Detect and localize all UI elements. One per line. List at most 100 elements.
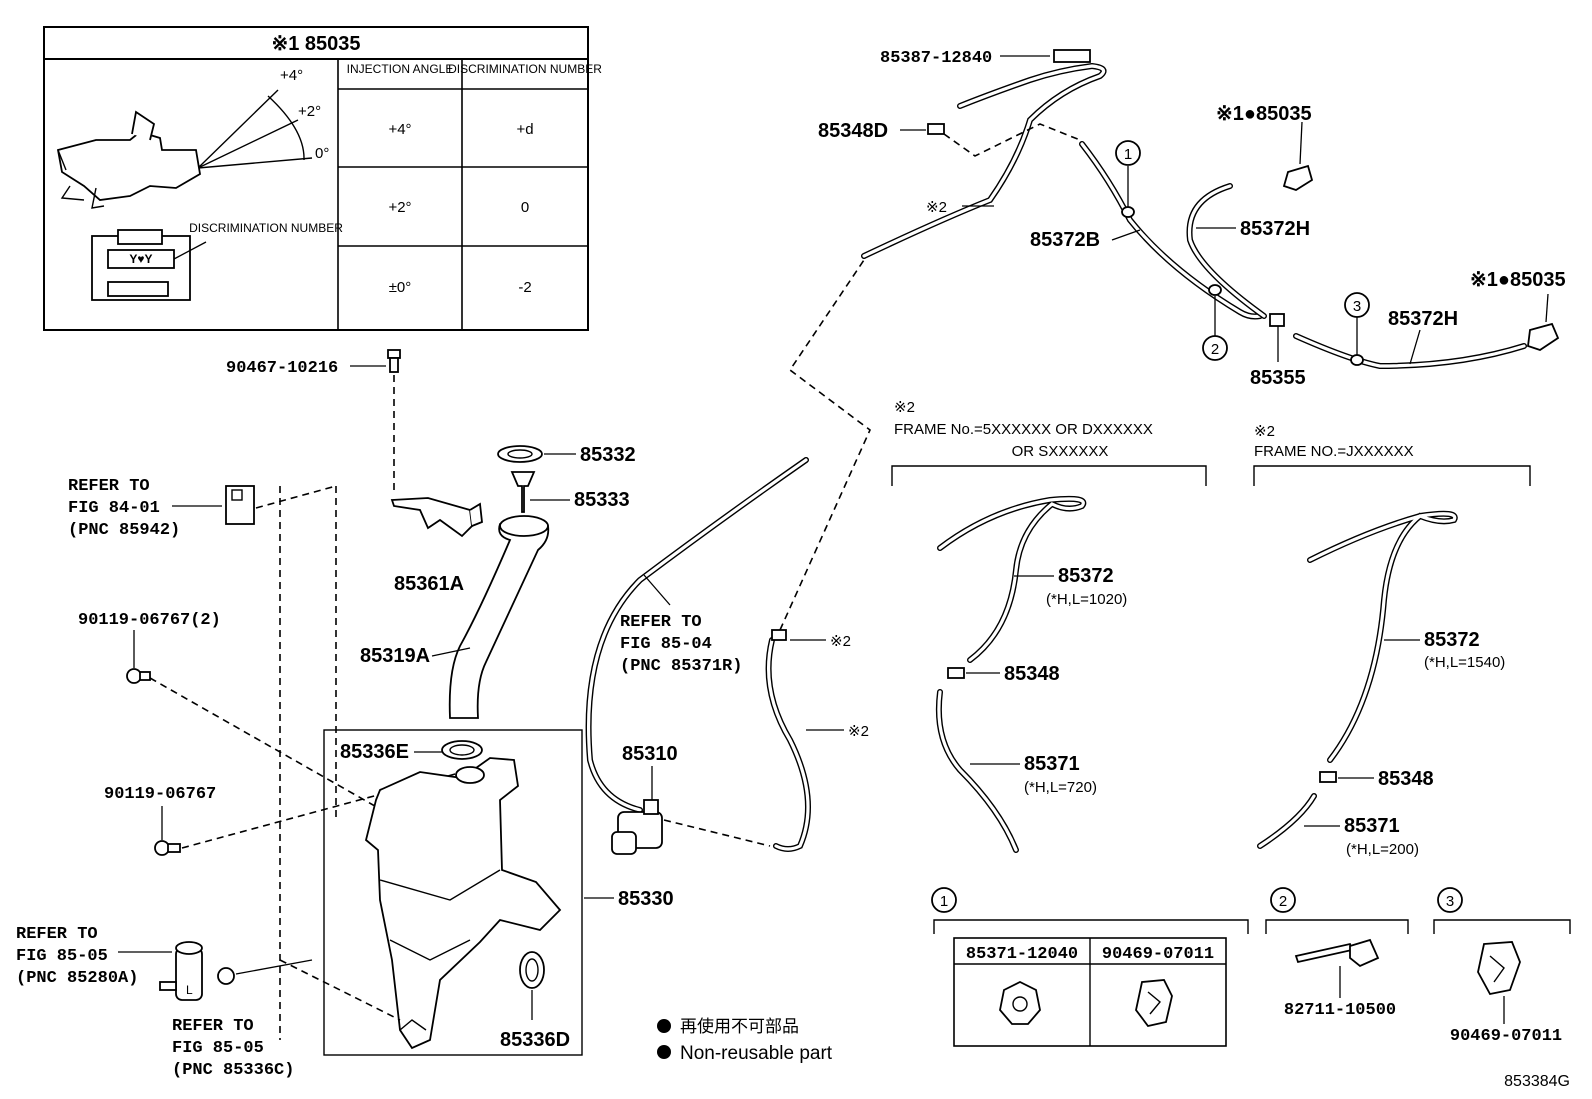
label-85330: 85330 [618, 888, 674, 910]
clip3-part: 90469-07011 [1450, 1027, 1562, 1046]
bolt-90119-icon [126, 668, 151, 684]
angle-plus4: +4° [280, 67, 303, 84]
label-90467-10216: 90467-10216 [226, 359, 338, 378]
label-90119-06767-2: 90119-06767(2) [78, 611, 221, 630]
grommet-85336c-icon [217, 967, 235, 985]
discrimination-symbol-icon: Y♥Y [91, 229, 207, 301]
label-85035-lower: ※1●85035 [1470, 269, 1566, 291]
frameA-spec-85371: (*H,L=720) [1024, 779, 1097, 796]
grommet-85336e-icon [441, 740, 483, 760]
clip3-circle [1437, 887, 1463, 913]
pump-85310-icon [611, 799, 663, 855]
clip1-circle [931, 887, 957, 913]
bracket-85361a-icon [390, 497, 483, 538]
callout-circle-1 [1115, 140, 1141, 166]
discrimination-number-label: DISCRIMINATION NUMBER [189, 221, 343, 235]
clip3-number: 3 [1446, 893, 1454, 910]
label-85348d: 85348D [818, 120, 888, 142]
row2-angle: +2° [388, 199, 411, 216]
row2-number: 0 [521, 199, 529, 216]
clip1-number: 1 [940, 893, 948, 910]
clip-85371-12040-icon [999, 980, 1041, 1025]
clip2-circle [1270, 887, 1296, 913]
refer-85-04-line2: FIG 85-04 [620, 635, 712, 654]
inset-title: ※1 85035 [271, 33, 360, 55]
col-injection-angle: INJECTION ANGLE [347, 62, 454, 76]
refer-84-01-line3: (PNC 85942) [68, 521, 180, 540]
legend-bullet-jp [657, 1019, 671, 1033]
label-85387-12840: 85387-12840 [880, 49, 992, 68]
legend-en: Non-reusable part [680, 1043, 833, 1064]
frameB-spec-85372: (*H,L=1540) [1424, 654, 1505, 671]
frameA-bracket [891, 465, 1207, 486]
pump-85280a-icon: L [159, 941, 203, 1001]
label-mark2-c: ※2 [926, 199, 947, 216]
joint-85348d-icon [927, 123, 945, 135]
refer-84-01-line1: REFER TO [68, 477, 150, 496]
nozzle-85035-upper-icon [1282, 164, 1314, 191]
label-85336e: 85336E [340, 741, 409, 763]
clip2-number: 2 [1279, 893, 1287, 910]
label-85035-upper: ※1●85035 [1216, 103, 1312, 125]
label-85355: 85355 [1250, 367, 1306, 389]
inset-panel: ※1 85035 INJECTION ANGLE DISCRIMINATION … [43, 26, 602, 331]
clip-90469-07011-single-icon [1477, 941, 1521, 996]
frameA-line2: OR SXXXXXX [1012, 443, 1109, 460]
grommet-85336d-icon [519, 951, 545, 989]
hose-mark2 [765, 637, 811, 852]
angle-zero: 0° [315, 145, 329, 162]
refer-85-05b-line3: (PNC 85336C) [172, 1061, 294, 1080]
bolt-90119-single-icon [154, 840, 181, 856]
refer-85-05b-line1: REFER TO [172, 1017, 254, 1036]
angle-plus2: +2° [298, 103, 321, 120]
frameA-label-85348: 85348 [1004, 663, 1060, 685]
row3-number: -2 [518, 279, 531, 296]
refer-85-04-line3: (PNC 85371R) [620, 657, 742, 676]
frameA-mark: ※2 [894, 399, 915, 416]
refer-85-05a-line3: (PNC 85280A) [16, 969, 138, 988]
clip-90469-07011-icon [1135, 979, 1173, 1028]
callout-3-text: 3 [1353, 298, 1361, 315]
frameB-label-85348: 85348 [1378, 768, 1434, 790]
washer-tank-85330-icon [364, 757, 562, 1050]
label-85372h-upper: 85372H [1240, 218, 1310, 240]
frameA-label-85371: 85371 [1024, 753, 1080, 775]
label-85310: 85310 [622, 743, 678, 765]
callout-2-text: 2 [1211, 341, 1219, 358]
legend-jp: 再使用不可部品 [680, 1016, 799, 1036]
nozzle-85035-lower-icon [1527, 322, 1560, 351]
frameA-line1: FRAME No.=5XXXXXX OR DXXXXXX [894, 421, 1153, 438]
nozzle-icon [56, 110, 201, 209]
clip1-part-a: 85371-12040 [966, 945, 1078, 964]
label-85319a: 85319A [360, 645, 430, 667]
label-85372b: 85372B [1030, 229, 1100, 251]
clip-82711-10500-icon [1294, 938, 1380, 968]
legend-bullet-en [657, 1045, 671, 1059]
label-mark2-a: ※2 [830, 633, 851, 650]
svg-text:Y♥Y: Y♥Y [129, 252, 152, 266]
callout-1-text: 1 [1124, 146, 1132, 163]
joint-mark2-icon [771, 629, 787, 641]
hose-85372h-upper [1186, 183, 1267, 319]
refer-85-05a-line1: REFER TO [16, 925, 98, 944]
label-90119-06767: 90119-06767 [104, 785, 216, 804]
frameB-hose-85371 [1257, 793, 1317, 849]
row3-angle: ±0° [389, 279, 412, 296]
frameB-joint-85348-icon [1319, 771, 1337, 783]
label-mark2-b: ※2 [848, 723, 869, 740]
connector-85942-icon [225, 485, 255, 525]
clip1-part-b: 90469-07011 [1102, 945, 1214, 964]
refer-85-05b-line2: FIG 85-05 [172, 1039, 264, 1058]
frameB-bracket [1253, 465, 1531, 486]
col-discrimination-number: DISCRIMINATION NUMBER [448, 62, 602, 76]
refer-85-05a-line2: FIG 85-05 [16, 947, 108, 966]
figure-id: 853384G [1504, 1073, 1570, 1090]
row1-angle: +4° [388, 121, 411, 138]
clip2-part: 82711-10500 [1284, 1001, 1396, 1020]
label-85336d: 85336D [500, 1029, 570, 1051]
strainer-85333-icon [510, 471, 536, 513]
frameB-mark: ※2 [1254, 423, 1275, 440]
label-85332: 85332 [580, 444, 636, 466]
